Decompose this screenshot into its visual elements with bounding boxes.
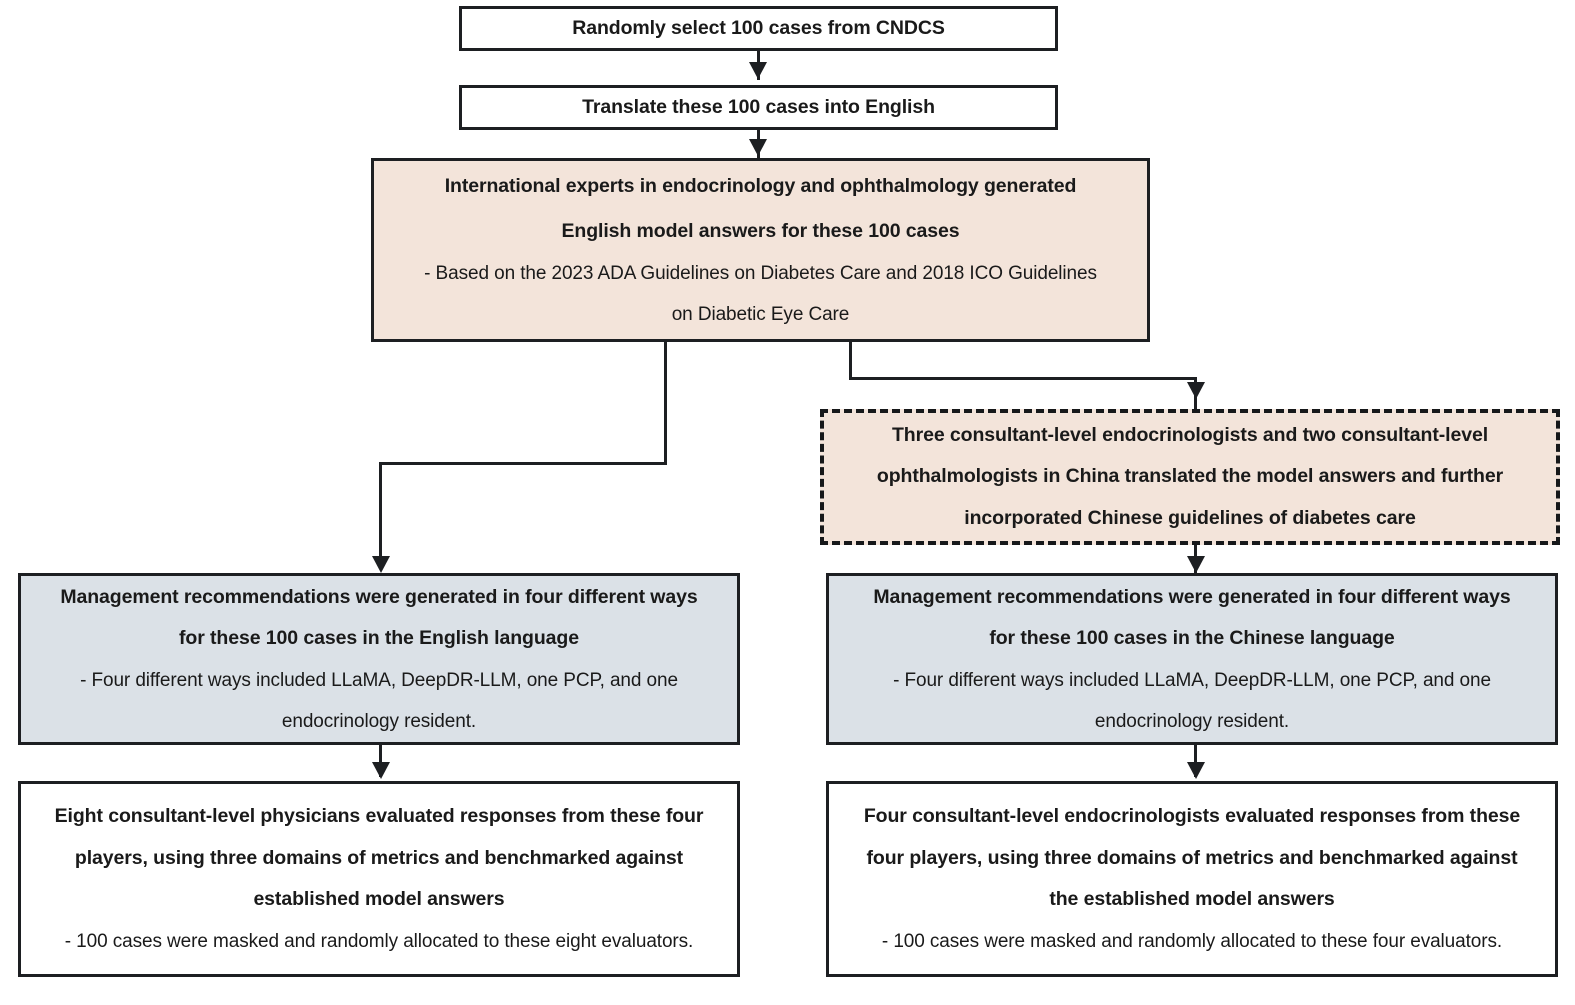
node-recommendations-english[interactable]: Management recommendations were generate… <box>18 573 740 745</box>
node-evaluation-chinese-note-line-1: - 100 cases were masked and randomly all… <box>881 930 1503 952</box>
node-select-cases-title: Randomly select 100 cases from CNDCS <box>572 16 945 39</box>
node-expert-answers-note-line-2: on Diabetic Eye Care <box>671 303 850 325</box>
node-recommendations-chinese-note-line-1: - Four different ways included LLaMA, De… <box>893 669 1491 691</box>
node-chinese-translation[interactable]: Three consultant-level endocrinologists … <box>820 409 1560 545</box>
node-evaluation-english[interactable]: Eight consultant-level physicians evalua… <box>18 781 740 977</box>
node-evaluation-english-title-line-3: established model answers <box>253 888 505 911</box>
node-recommendations-english-title-line-1: Management recommendations were generate… <box>60 585 698 608</box>
edge-experts-left-seg2 <box>379 462 667 465</box>
node-chinese-translation-title-line-2: ophthalmologists in China translated the… <box>876 465 1504 488</box>
node-recommendations-english-title-line-2: for these 100 cases in the English langu… <box>179 627 579 649</box>
node-recommendations-english-note-line-2: endocrinology resident. <box>281 710 477 732</box>
node-evaluation-english-note-line-1: - 100 cases were masked and randomly all… <box>64 930 694 952</box>
node-translate-cases-title: Translate these 100 cases into English <box>582 95 935 118</box>
arrowhead-experts-to-chinese-translation <box>1187 382 1205 399</box>
node-evaluation-chinese-title-line-2: four players, using three domains of met… <box>866 846 1518 869</box>
node-recommendations-chinese-note-line-2: endocrinology resident. <box>1094 710 1290 732</box>
edge-experts-right-seg2 <box>849 377 1197 380</box>
arrowhead-recommendations-english-to-evaluation <box>372 762 390 779</box>
arrowhead-chinese-translation-to-recommendations <box>1187 556 1205 573</box>
arrowhead-experts-to-recommendations-english <box>372 556 390 573</box>
node-chinese-translation-title-line-3: incorporated Chinese guidelines of diabe… <box>964 506 1416 529</box>
arrowhead-translate-to-experts <box>749 139 767 156</box>
node-recommendations-chinese[interactable]: Management recommendations were generate… <box>826 573 1558 745</box>
edge-experts-left-seg3 <box>379 462 382 567</box>
node-recommendations-english-note-line-1: - Four different ways included LLaMA, De… <box>80 669 678 691</box>
node-expert-answers-title-line-2: English model answers for these 100 case… <box>561 220 960 242</box>
node-evaluation-english-title-line-2: players, using three domains of metrics … <box>74 846 684 869</box>
edge-recommendations-chinese-to-evaluation <box>1194 745 1197 777</box>
node-expert-answers-title-line-1: International experts in endocrinology a… <box>444 174 1077 197</box>
arrowhead-select-to-translate <box>749 62 767 79</box>
node-translate-cases[interactable]: Translate these 100 cases into English <box>459 85 1058 130</box>
node-evaluation-chinese-title-line-3: the established model answers <box>1049 888 1335 911</box>
node-chinese-translation-title-line-1: Three consultant-level endocrinologists … <box>891 423 1489 446</box>
edge-experts-left-seg1 <box>664 340 667 465</box>
node-evaluation-chinese-title-line-1: Four consultant-level endocrinologists e… <box>863 805 1521 828</box>
node-recommendations-chinese-title-line-1: Management recommendations were generate… <box>873 585 1511 608</box>
edge-recommendations-english-to-evaluation <box>379 745 382 777</box>
arrowhead-recommendations-chinese-to-evaluation <box>1187 762 1205 779</box>
node-recommendations-chinese-title-line-2: for these 100 cases in the Chinese langu… <box>989 627 1395 649</box>
node-evaluation-chinese[interactable]: Four consultant-level endocrinologists e… <box>826 781 1558 977</box>
node-expert-answers[interactable]: International experts in endocrinology a… <box>371 158 1150 342</box>
node-expert-answers-note-line-1: - Based on the 2023 ADA Guidelines on Di… <box>424 262 1097 284</box>
node-evaluation-english-title-line-1: Eight consultant-level physicians evalua… <box>54 805 704 828</box>
node-select-cases[interactable]: Randomly select 100 cases from CNDCS <box>459 6 1058 51</box>
edge-experts-right-seg1 <box>849 340 852 380</box>
